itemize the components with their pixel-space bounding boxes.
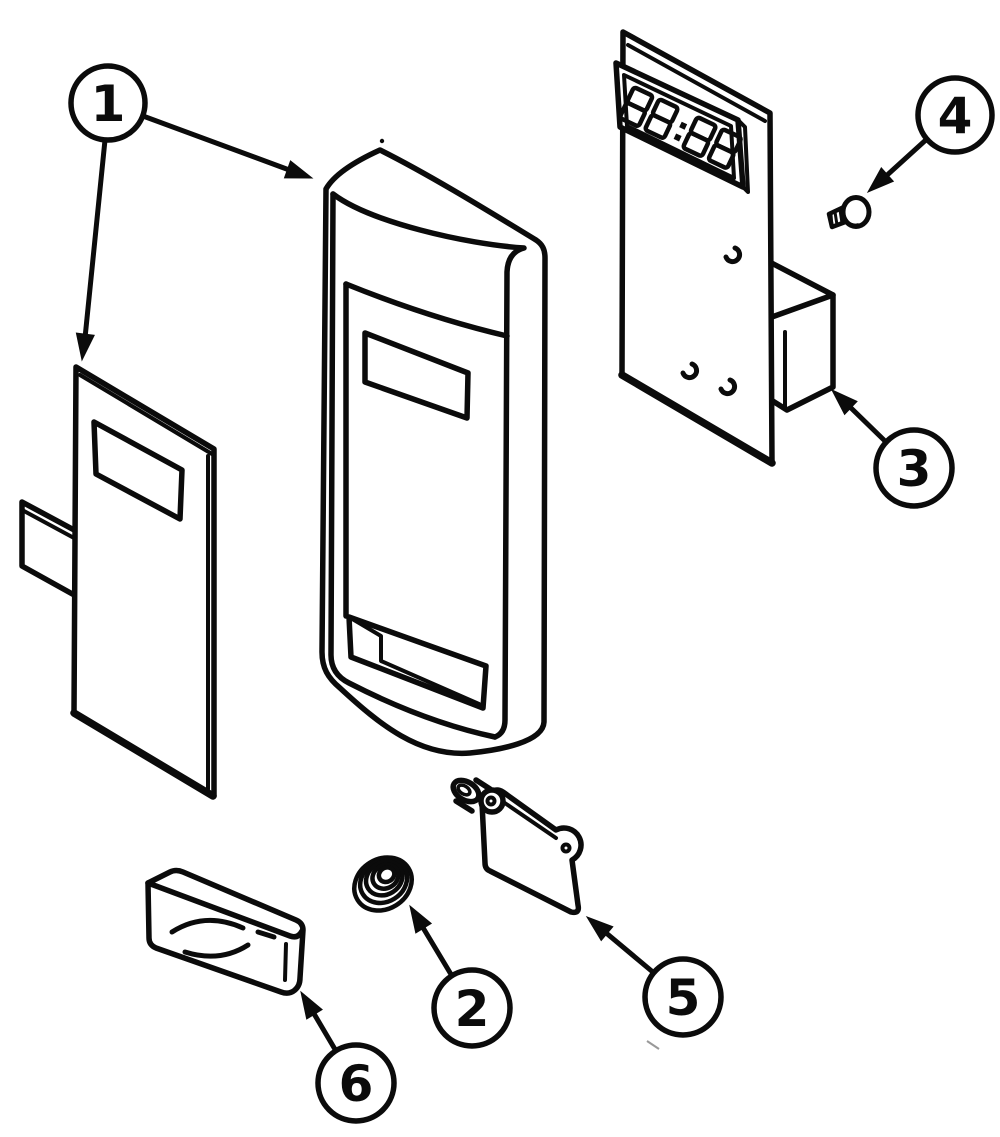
callout-5: 5 [642, 956, 724, 1038]
switch-body [479, 787, 584, 916]
board-hole [718, 377, 738, 397]
arrowhead [866, 167, 895, 194]
digital-display-module [613, 60, 750, 194]
callout-3: 3 [873, 427, 955, 509]
switch-plunger [450, 777, 493, 814]
handle-pocket [346, 614, 489, 711]
membrane-panel [19, 364, 217, 800]
callout-4-number: 4 [938, 87, 973, 145]
callout-1: 1 [68, 63, 148, 143]
callout-1-number: 1 [91, 75, 126, 133]
interlock-switch [450, 777, 584, 916]
screw [826, 195, 872, 230]
arrowhead [830, 388, 858, 416]
arrowhead [75, 332, 95, 362]
seven-segment-display-digits [618, 85, 743, 170]
callout-4: 4 [915, 75, 995, 155]
speck [646, 1040, 660, 1050]
switch-tab [478, 787, 506, 815]
switch-ear-hole [560, 842, 572, 854]
control-panel-outline [319, 147, 548, 757]
callout-6: 6 [315, 1042, 397, 1124]
panel-window [91, 419, 185, 522]
callout-2-number: 2 [455, 980, 490, 1038]
speck [379, 138, 385, 144]
leader-arrows [75, 113, 931, 1054]
callout-2: 2 [431, 967, 513, 1049]
control-panel-frame [319, 138, 548, 757]
arrowhead [585, 916, 614, 942]
callout-5-number: 5 [666, 969, 701, 1027]
arrowhead [409, 904, 433, 934]
panel-side-tab [19, 499, 79, 599]
control-area-top-edge [343, 281, 510, 339]
arrowhead [300, 990, 323, 1020]
switch-tab-hole [485, 795, 497, 807]
coil-spring [352, 855, 414, 913]
arrowhead [283, 160, 314, 179]
callout-6-number: 6 [339, 1055, 374, 1113]
board-hole [723, 245, 743, 265]
board-hole [680, 361, 700, 381]
circuit-board [613, 29, 776, 467]
callout-3-number: 3 [897, 440, 932, 498]
door-button [145, 867, 306, 996]
button-outline [145, 867, 306, 996]
display-window [362, 330, 471, 421]
